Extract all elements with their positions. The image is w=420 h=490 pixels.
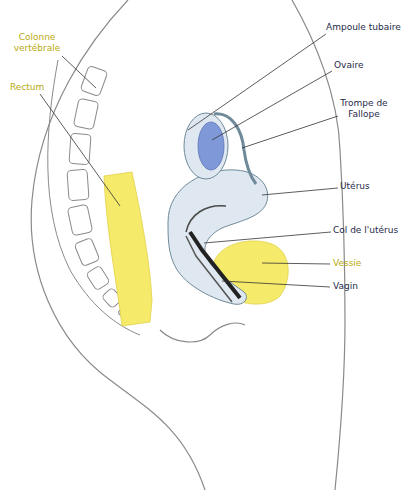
- part-label: Vagin: [333, 281, 393, 292]
- part-label: Ovaire: [334, 60, 394, 71]
- ovary: [198, 122, 224, 170]
- uterus: [168, 170, 268, 304]
- part-label: Col de l'utérus: [333, 225, 419, 236]
- part-label: Ampoule tubaire: [326, 22, 416, 33]
- part-label: Utérus: [340, 181, 400, 192]
- part-label: Vessie: [333, 258, 393, 269]
- part-label: Rectum: [10, 82, 70, 93]
- tubal-ampulla: [184, 113, 228, 179]
- belly-outline: [292, 0, 345, 490]
- part-label: Colonne vertébrale: [6, 32, 68, 54]
- part-label: Trompe de Fallope: [336, 98, 392, 120]
- leader-lines: [40, 34, 338, 287]
- uterine-cavity: [186, 206, 226, 232]
- fallopian-tube: [214, 114, 256, 184]
- rectum: [104, 172, 152, 326]
- vagina-wall: [186, 236, 232, 302]
- perineum-outline: [160, 323, 245, 342]
